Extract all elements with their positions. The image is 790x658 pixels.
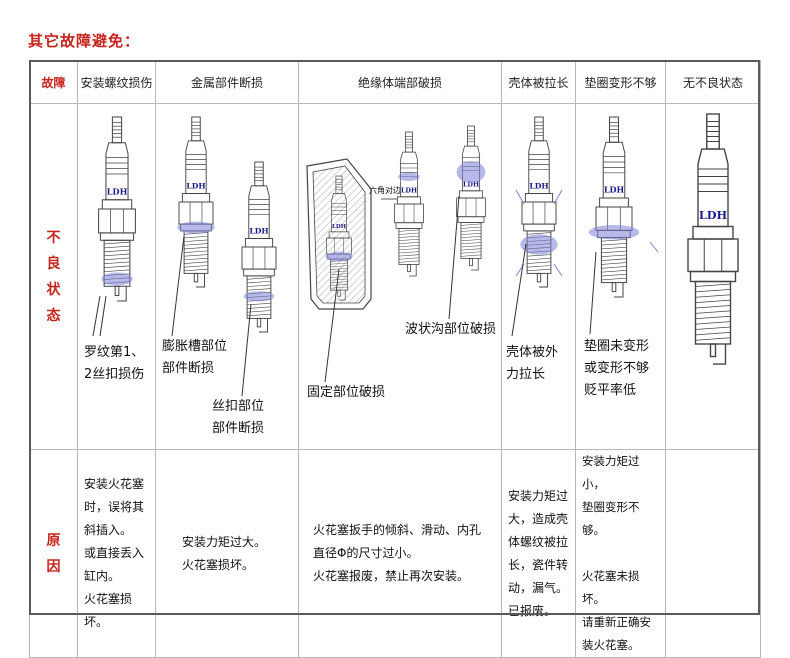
label-gasket: 垫圈未变形或变形不够贬平率低 (584, 339, 650, 398)
cell-shell-stretch: LDH 壳体被外力拉长 (501, 103, 576, 450)
plug-illustration: LDH (511, 116, 563, 337)
brand-text: LDH (249, 226, 268, 235)
spark-plug-drawing: LDH (325, 175, 353, 301)
plug-in-wrench-illustration: LDH LDH LDH (306, 125, 486, 383)
cause-row: 原因 安装火花塞时，误将其 斜插入。或直接丢入 缸内。火花塞损坏。 安装力矩过大… (29, 449, 761, 658)
brand-text: LDH (401, 186, 417, 194)
row-label-cause: 原因 (29, 449, 78, 658)
spark-plug-drawing: LDH (98, 116, 136, 302)
cause-insulator: 火花塞扳手的倾斜、滑动、内孔直径Φ的尺寸过小。 火花塞报废，禁止再次安装。 (298, 449, 502, 658)
cause-metal-break: 安装力矩过大。火花塞损坏。 (155, 449, 299, 658)
cell-thread-damage: LDH 罗纹第1、2丝扣损伤 (77, 103, 156, 450)
plug-illustration: LDH (588, 116, 659, 335)
spark-plug-drawing: LDH (520, 116, 558, 288)
label-wave-groove-damage: 波状沟部位破损 (405, 322, 497, 337)
row-label-bad-state: 不良 状态 (29, 103, 78, 450)
header-row: 故障 安装螺纹损伤 金属部件断损 绝缘体端部破损 壳体被拉长 垫圈变形不够 无不… (29, 60, 761, 104)
label-groove-break: 膨胀槽部位部件断损 (162, 339, 228, 376)
header-fault: 故障 (29, 60, 78, 104)
cause-no-defect (665, 449, 761, 658)
table-frame (29, 60, 760, 615)
page-title: 其它故障避免： (28, 32, 141, 50)
header-thread-damage: 安装螺纹损伤 (77, 60, 156, 104)
spark-plug-drawing: LDH (588, 116, 640, 298)
header-no-defect: 无不良状态 (665, 60, 761, 104)
label-shell-stretch: 壳体被外力拉长 (506, 345, 559, 382)
plug-illustration: LDH (92, 116, 136, 337)
brand-text: LDH (107, 186, 128, 196)
brand-text: LDH (463, 180, 479, 188)
brand-text: LDH (604, 185, 625, 195)
cell-metal-break: LDH LDH 膨胀槽部位部件断损 丝扣部位部件断损 (155, 103, 299, 450)
fault-table: 故障 安装螺纹损伤 金属部件断损 绝缘体端部破损 壳体被拉长 垫圈变形不够 无不… (29, 60, 761, 658)
plug-illustration: LDH LDH (171, 116, 277, 397)
plug-illustration: LDH (687, 113, 739, 365)
label-fixed-part-damage: 固定部位破损 (307, 385, 386, 400)
brand-text: LDH (186, 181, 205, 190)
label-hex-flat: 六角对边 (369, 186, 401, 195)
brand-text: LDH (332, 224, 347, 230)
cell-insulator-damage: LDH LDH LDH 六角对边 固定部位破损 波状沟部位破损 (298, 103, 502, 450)
cell-gasket-deform: LDH 垫圈未变形或变形不够贬平率低 (575, 103, 666, 450)
spark-plug-drawing: LDH (177, 116, 215, 288)
brand-text: LDH (699, 208, 728, 222)
brand-text: LDH (529, 181, 548, 190)
label-thread-damage: 罗纹第1、2丝扣损伤 (84, 345, 145, 382)
spark-plug-drawing: LDH (687, 113, 739, 365)
cell-no-defect: LDH (665, 103, 761, 450)
spark-plug-drawing: LDH (394, 131, 424, 277)
bad-state-row: 不良 状态 LDH 罗纹第1、2丝扣损伤 LDH LDH (29, 103, 761, 450)
spark-plug-drawing: LDH (241, 161, 277, 333)
cause-gasket: 安装力矩过小，垫圈变形不够。 火花塞未损坏。 请重新正确安装火花塞。 (575, 449, 666, 658)
label-thread-break: 丝扣部位部件断损 (212, 399, 265, 436)
spark-plug-drawing: LDH (456, 125, 486, 271)
cause-thread-damage: 安装火花塞时，误将其 斜插入。或直接丢入 缸内。火花塞损坏。 (77, 449, 156, 658)
